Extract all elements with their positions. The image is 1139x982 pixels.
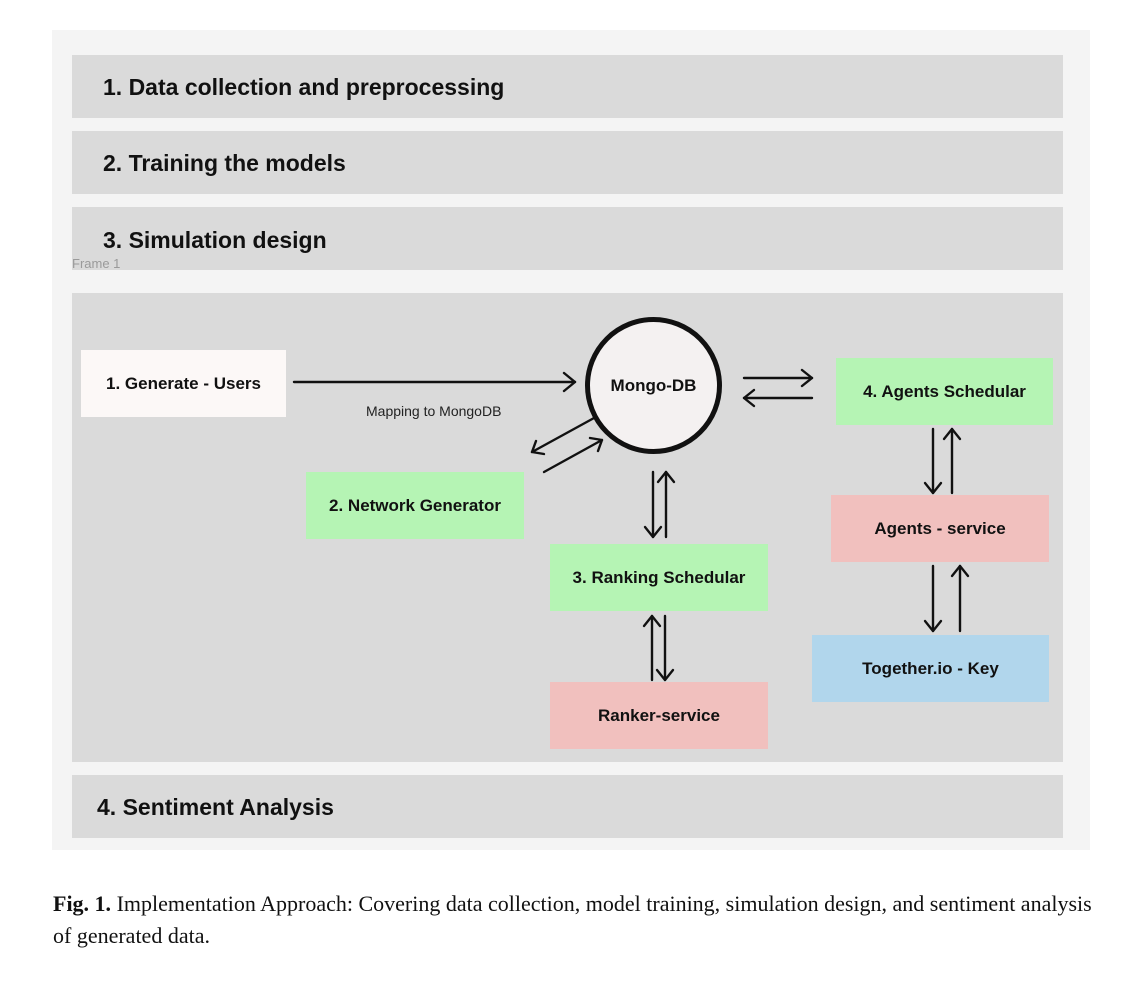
arrow-agents-to-mongo [742, 388, 814, 408]
arrow-ranking-to-mongo [656, 470, 676, 539]
arrow-service-to-together [923, 564, 943, 633]
section-data-collection: 1. Data collection and preprocessing [72, 55, 1063, 118]
node-generate-users: 1. Generate - Users [81, 350, 286, 417]
section-title: 3. Simulation design [103, 227, 327, 253]
arrow-ranking-to-ranker [655, 614, 675, 682]
node-ranking-schedular: 3. Ranking Schedular [550, 544, 768, 611]
caption-text: Implementation Approach: Covering data c… [53, 891, 1092, 948]
arrow-service-to-agentsched [942, 427, 962, 495]
node-mongo-db: Mongo-DB [585, 317, 722, 454]
node-agents-service: Agents - service [831, 495, 1049, 562]
arrow-together-to-service [950, 564, 970, 633]
node-agents-schedular: 4. Agents Schedular [836, 358, 1053, 425]
node-ranker-service: Ranker-service [550, 682, 768, 749]
section-title: 1. Data collection and preprocessing [103, 74, 505, 100]
edge-label-mapping: Mapping to MongoDB [366, 403, 502, 419]
caption-label: Fig. 1. [53, 891, 112, 916]
frame-label: Frame 1 [72, 256, 121, 271]
node-together-key: Together.io - Key [812, 635, 1049, 702]
section-title: 4. Sentiment Analysis [97, 794, 334, 820]
section-simulation-design: 3. Simulation design [72, 207, 1063, 270]
section-training: 2. Training the models [72, 131, 1063, 194]
section-title: 2. Training the models [103, 150, 346, 176]
arrow-users-to-mongo [292, 371, 577, 393]
arrow-network-to-mongo [542, 436, 604, 474]
figure-caption: Fig. 1. Implementation Approach: Coverin… [53, 888, 1093, 952]
arrow-mongo-to-agents [742, 368, 814, 388]
arrow-mongo-to-ranking [643, 470, 663, 539]
arrow-mongo-to-network [530, 416, 596, 456]
node-network-generator: 2. Network Generator [306, 472, 524, 539]
arrow-ranker-to-ranking [642, 614, 662, 682]
arrow-agentsched-to-service [923, 427, 943, 495]
section-sentiment-analysis: 4. Sentiment Analysis [72, 775, 1063, 838]
